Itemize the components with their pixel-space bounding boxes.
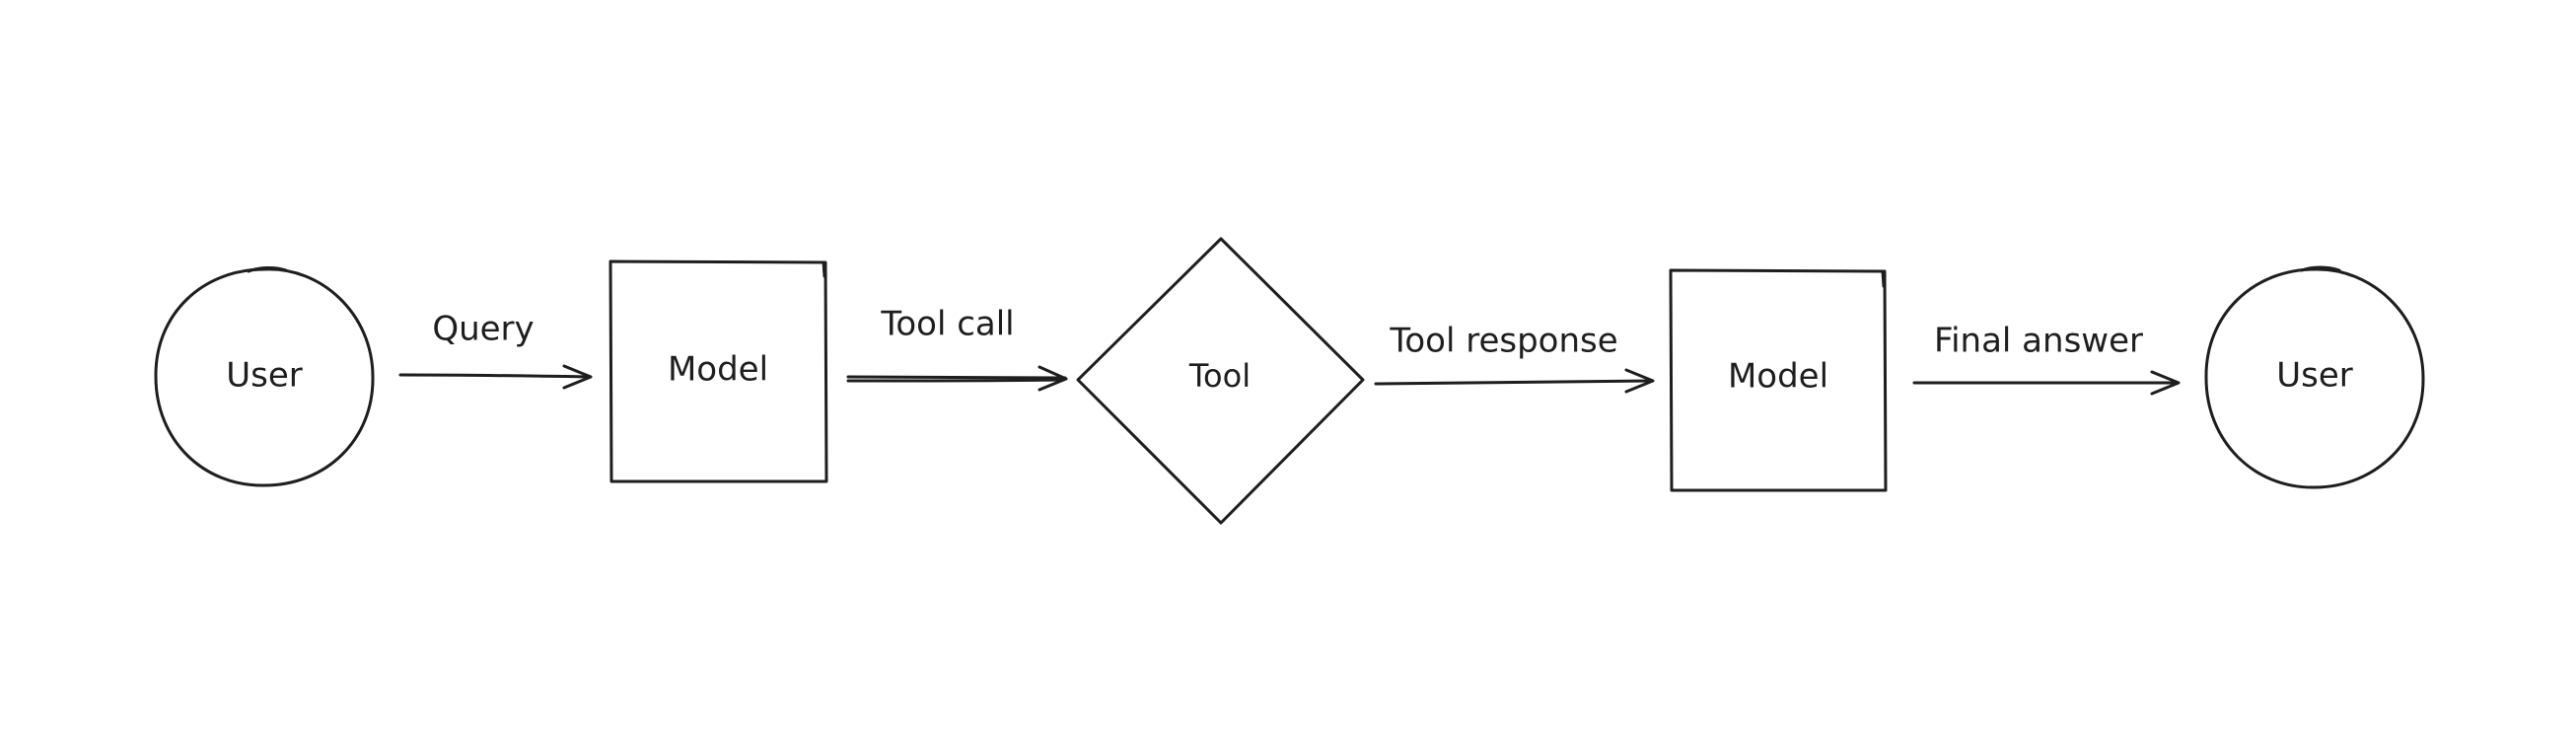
edge-tool-call-arrowhead <box>1038 365 1068 392</box>
edge-tool-response: Tool response <box>1374 322 1655 394</box>
node-model-1: Model <box>608 259 828 483</box>
node-user-end: User <box>2204 265 2425 489</box>
edge-query-label: Query <box>432 310 534 349</box>
tool-diamond <box>1076 237 1365 525</box>
user-end-circle <box>2204 267 2425 489</box>
model-1-rectangle <box>608 259 828 483</box>
node-model-2: Model <box>1669 268 1888 492</box>
model-2-rectangle-overlap <box>1881 269 1886 288</box>
edge-tool-call-line <box>846 375 1067 380</box>
edge-final-answer: Final answer <box>1912 322 2181 396</box>
node-tool: Tool <box>1076 237 1365 525</box>
edge-tool-response-line <box>1374 379 1653 386</box>
edge-query-line <box>398 373 592 379</box>
tool-label: Tool <box>1188 357 1251 395</box>
edge-final-answer-arrowhead <box>2150 370 2181 396</box>
node-user-start: User <box>154 266 375 487</box>
edge-tool-response-arrowhead <box>1624 368 1655 394</box>
user-start-label: User <box>226 356 303 396</box>
model-1-rectangle-overlap <box>822 260 826 278</box>
edge-tool-call-line-double <box>846 378 1063 383</box>
user-start-circle <box>154 267 375 487</box>
model-2-rectangle <box>1669 268 1888 492</box>
edge-query-arrowhead <box>562 364 593 390</box>
edge-tool-response-label: Tool response <box>1389 322 1617 361</box>
user-end-label: User <box>2276 356 2353 396</box>
user-end-circle-overlap <box>2300 265 2341 272</box>
model-1-label: Model <box>668 350 768 390</box>
edge-tool-call-label: Tool call <box>880 305 1014 344</box>
edge-query: Query <box>398 310 593 390</box>
model-2-label: Model <box>1728 357 1828 397</box>
user-start-circle-overlap <box>247 266 288 273</box>
edge-final-answer-label: Final answer <box>1934 322 2143 361</box>
edge-tool-call: Tool call <box>846 305 1068 392</box>
